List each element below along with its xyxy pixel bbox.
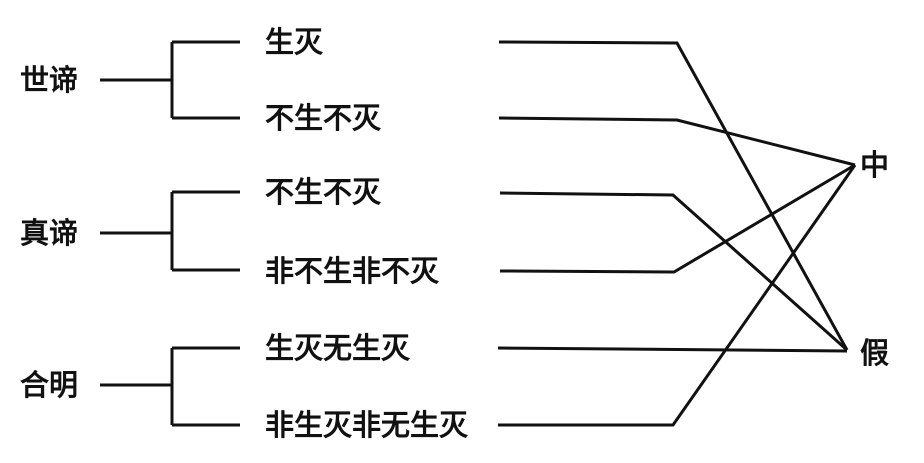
- item-label: 生灭: [265, 25, 324, 59]
- bracket-shidi: [100, 40, 240, 120]
- target-zhong: 中: [860, 148, 890, 182]
- connector-2-to-zhong: [498, 116, 856, 167]
- item-label: 不生不灭: [265, 175, 382, 209]
- group-label-zhendi: 真谛: [20, 216, 79, 250]
- connector-5-to-jia: [497, 346, 848, 353]
- bracket-zhendi: [100, 190, 240, 272]
- item-label: 非生灭非无生灭: [265, 408, 469, 442]
- item-label: 不生不灭: [265, 101, 382, 135]
- bracket-heming: [100, 346, 240, 427]
- connector-1-to-jia: [498, 40, 849, 351]
- connector-6-to-zhong: [498, 164, 857, 427]
- item-label: 生灭无生灭: [265, 331, 411, 365]
- target-jia: 假: [860, 336, 890, 370]
- connector-3-to-jia: [499, 191, 848, 352]
- item-label: 非不生非不灭: [265, 254, 440, 288]
- connector-4-to-zhong: [499, 163, 856, 274]
- group-label-heming: 合明: [20, 368, 79, 402]
- group-label-shidi: 世谛: [20, 63, 79, 97]
